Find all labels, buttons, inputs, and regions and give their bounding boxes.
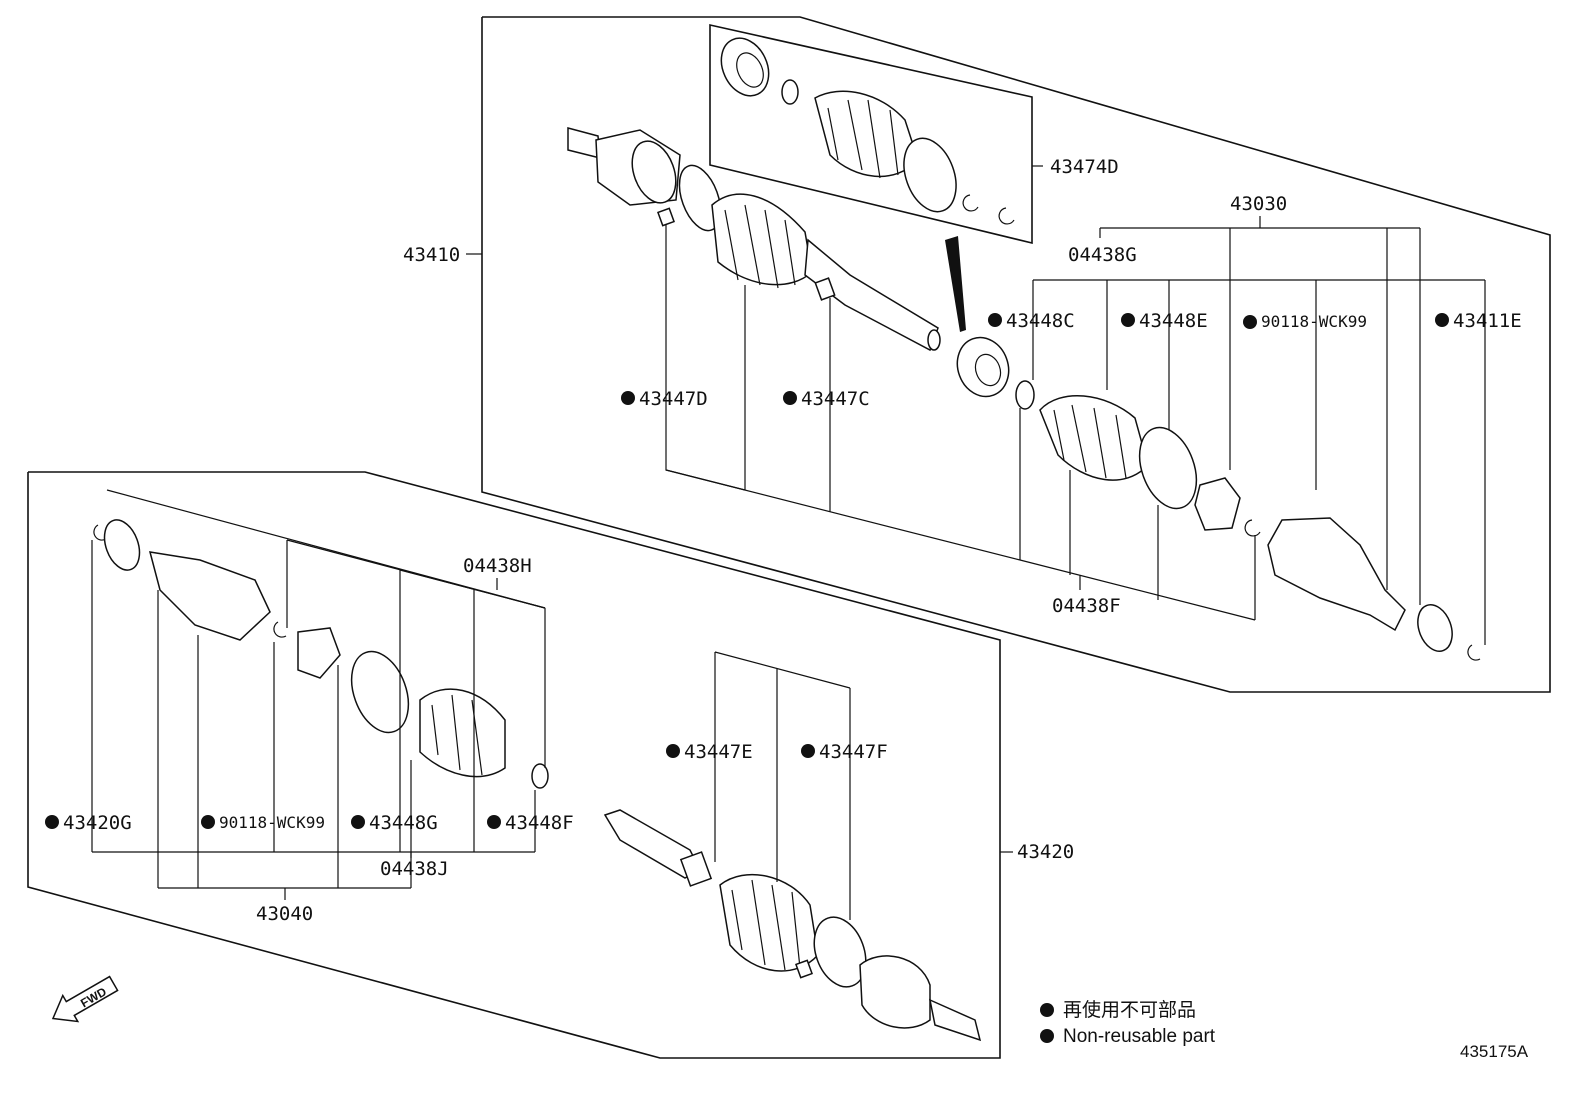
label-43447F[interactable]: 43447F [819, 741, 888, 763]
reference-number: 435175A [1460, 1042, 1529, 1061]
label-04438F[interactable]: 04438F [1052, 595, 1121, 617]
label-43411E[interactable]: 43411E [1453, 310, 1522, 332]
label-43448C[interactable]: 43448C [1006, 310, 1075, 332]
upper-inner-joint [945, 236, 1481, 661]
non-reusable-dot-icon [45, 815, 59, 829]
label-43420G[interactable]: 43420G [63, 812, 132, 834]
label-43447C[interactable]: 43447C [801, 388, 870, 410]
label-04438H[interactable]: 04438H [463, 555, 532, 577]
non-reusable-dot-icon [1040, 1003, 1054, 1017]
non-reusable-dot-icon [621, 391, 635, 405]
upper-assembly-frame [481, 16, 1551, 693]
upper-outer-shaft [567, 127, 941, 352]
label-43448G[interactable]: 43448G [369, 812, 438, 834]
non-reusable-dot-icon [1040, 1029, 1054, 1043]
label-43448F[interactable]: 43448F [505, 812, 574, 834]
non-reusable-dot-icon [783, 391, 797, 405]
non-reusable-dot-icon [487, 815, 501, 829]
upper-leader-lines [466, 165, 1486, 645]
legend-text-jp: 再使用不可部品 [1063, 999, 1196, 1021]
label-43030[interactable]: 43030 [1230, 193, 1287, 215]
non-reusable-dot-icon [1243, 315, 1257, 329]
label-43447E[interactable]: 43447E [684, 741, 753, 763]
lower-outer-shaft [603, 809, 982, 1042]
non-reusable-dot-icon [1435, 313, 1449, 327]
boot-kit-43474D [720, 37, 1015, 225]
label-43420[interactable]: 43420 [1017, 841, 1074, 863]
non-reusable-dot-icon [1121, 313, 1135, 327]
non-reusable-dot-icon [201, 815, 215, 829]
label-04438G[interactable]: 04438G [1068, 244, 1137, 266]
fwd-arrow-icon: FWD [51, 975, 119, 1023]
lower-leader-lines [91, 539, 1013, 920]
non-reusable-dot-icon [988, 313, 1002, 327]
label-04438J[interactable]: 04438J [380, 858, 449, 880]
lower-inner-joint [93, 519, 549, 789]
label-43448E[interactable]: 43448E [1139, 310, 1208, 332]
label-90118-WCK99-upper[interactable]: 90118-WCK99 [1261, 312, 1367, 331]
non-reusable-dot-icon [801, 744, 815, 758]
label-43474D[interactable]: 43474D [1050, 156, 1119, 178]
legend: 再使用不可部品 Non-reusable part [1040, 999, 1216, 1047]
legend-text-en: Non-reusable part [1063, 1026, 1216, 1047]
label-43040[interactable]: 43040 [256, 903, 313, 925]
part-labels: 43474D 43030 43410 04438G 43448C 43448E … [45, 156, 1522, 925]
label-43447D[interactable]: 43447D [639, 388, 708, 410]
label-90118-WCK99-lower[interactable]: 90118-WCK99 [219, 813, 325, 832]
non-reusable-dot-icon [666, 744, 680, 758]
non-reusable-dot-icon [351, 815, 365, 829]
label-43410[interactable]: 43410 [403, 244, 460, 266]
